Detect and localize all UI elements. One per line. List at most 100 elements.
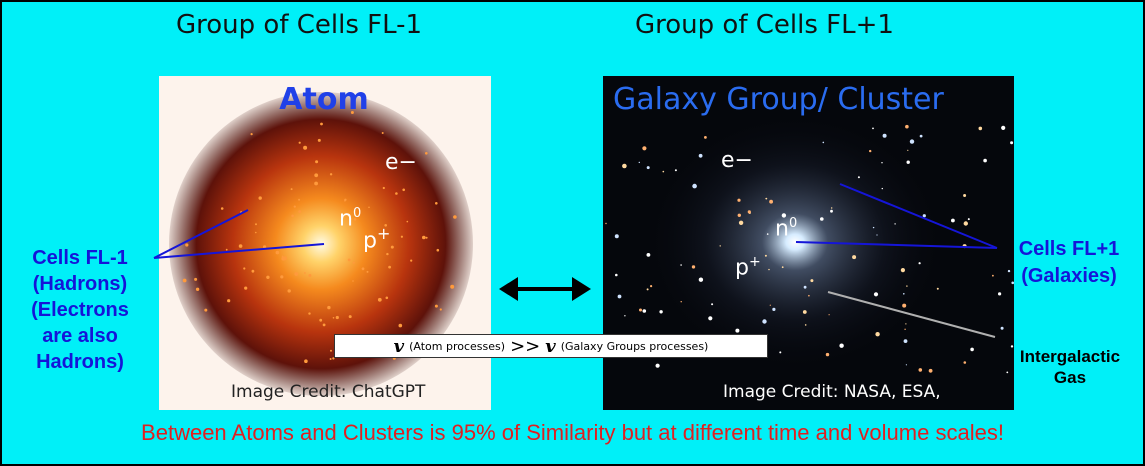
- star: [639, 308, 642, 312]
- orbital-dot: [266, 275, 270, 279]
- orbital-dot: [290, 188, 293, 191]
- orbital-dot: [330, 349, 332, 352]
- orbital-dot: [304, 359, 308, 364]
- orbital-dot: [329, 358, 332, 360]
- star: [698, 277, 704, 282]
- atom-neutron-symbol: n: [339, 206, 353, 232]
- orbital-dot: [280, 275, 284, 279]
- star: [719, 245, 721, 247]
- star: [691, 265, 696, 269]
- orbital-dot: [400, 235, 403, 238]
- orbital-dot: [314, 181, 318, 186]
- star: [822, 141, 825, 144]
- star: [903, 339, 908, 343]
- orbital-dot: [294, 272, 299, 276]
- star: [766, 233, 769, 235]
- electrons-note-line2: are also: [42, 325, 118, 347]
- orbital-dot: [287, 289, 291, 293]
- star: [646, 166, 650, 170]
- star: [769, 199, 773, 204]
- orbital-dot: [382, 186, 385, 190]
- star: [738, 220, 744, 225]
- electrons-note-line1: (Electrons: [31, 299, 129, 321]
- orbital-dot: [243, 267, 246, 270]
- star: [698, 153, 703, 158]
- galaxy-title: Galaxy Group/ Cluster: [613, 82, 944, 117]
- star: [768, 268, 770, 271]
- galaxy-neutron-symbol: n: [775, 216, 789, 242]
- orbital-dot: [390, 245, 394, 249]
- atom-title: Atom: [279, 82, 369, 117]
- orbital-dot: [317, 138, 321, 142]
- star: [825, 352, 830, 357]
- atom-electron-label: e−: [385, 150, 417, 175]
- intergalactic-label-line1: Intergalactic: [1019, 347, 1121, 366]
- orbital-dot: [384, 224, 387, 227]
- orbital-dot: [291, 214, 294, 218]
- star: [909, 139, 915, 144]
- similarity-caption: Between Atoms and Clusters is 95% of Sim…: [141, 420, 1004, 445]
- orbital-dot: [251, 269, 255, 273]
- star: [650, 285, 653, 288]
- star: [646, 253, 651, 257]
- star: [680, 264, 682, 266]
- star: [875, 332, 880, 337]
- orbital-dot: [361, 267, 365, 271]
- star: [828, 314, 830, 316]
- star: [642, 146, 647, 151]
- orbital-dot: [238, 244, 243, 248]
- star: [622, 163, 627, 169]
- galaxy-electron-label: e−: [721, 148, 753, 173]
- orbital-dot: [332, 317, 335, 319]
- star: [839, 343, 844, 348]
- intergalactic-gas-label: Intergalactic Gas: [997, 346, 1143, 388]
- hadrons-label: (Hadrons): [32, 273, 128, 295]
- star: [978, 126, 983, 131]
- orbital-dot: [255, 223, 257, 226]
- orbital-dot: [335, 315, 339, 320]
- atom-proton-label: p+: [363, 224, 390, 253]
- star: [747, 210, 751, 214]
- intergalactic-label-line2: Gas: [1053, 368, 1087, 387]
- star: [905, 124, 909, 129]
- galaxy-halo: [645, 112, 945, 372]
- star: [919, 134, 923, 138]
- orbital-dot: [381, 132, 384, 134]
- star: [992, 274, 994, 277]
- star: [869, 149, 872, 153]
- orbital-dot: [185, 243, 189, 247]
- orbital-dot: [308, 312, 311, 315]
- star: [1010, 141, 1014, 145]
- galaxy-image-credit: Image Credit: NASA, ESA,: [723, 382, 941, 402]
- star: [1007, 269, 1011, 273]
- velocity-symbol-left: 𝒗: [393, 335, 405, 357]
- orbital-dot: [303, 145, 308, 150]
- star: [962, 244, 967, 249]
- cells-fl-minus-label: Cells FL-1: [32, 247, 128, 269]
- star: [737, 213, 741, 217]
- star: [803, 285, 807, 289]
- orbital-dot: [275, 250, 280, 255]
- orbital-dot: [348, 315, 352, 319]
- electrons-note-line3: Hadrons): [36, 351, 124, 373]
- orbital-dot: [182, 278, 187, 283]
- orbital-dot: [435, 202, 438, 205]
- star: [904, 328, 906, 330]
- star: [900, 268, 905, 273]
- orbital-dot: [352, 280, 354, 282]
- orbital-dot: [220, 207, 224, 210]
- atom-image-panel: Atom e− n0 p+ Image Credit: ChatGPT: [159, 76, 491, 410]
- star: [615, 273, 618, 277]
- star: [928, 368, 933, 373]
- orbital-dot: [244, 286, 248, 290]
- orbital-dot: [425, 152, 428, 155]
- star: [857, 176, 860, 179]
- orbital-dot: [425, 236, 428, 239]
- star: [769, 304, 771, 306]
- star: [852, 255, 857, 260]
- star: [918, 262, 921, 265]
- star: [936, 287, 939, 290]
- orbital-dot: [350, 111, 354, 114]
- star: [902, 303, 907, 308]
- orbital-dot: [332, 357, 335, 360]
